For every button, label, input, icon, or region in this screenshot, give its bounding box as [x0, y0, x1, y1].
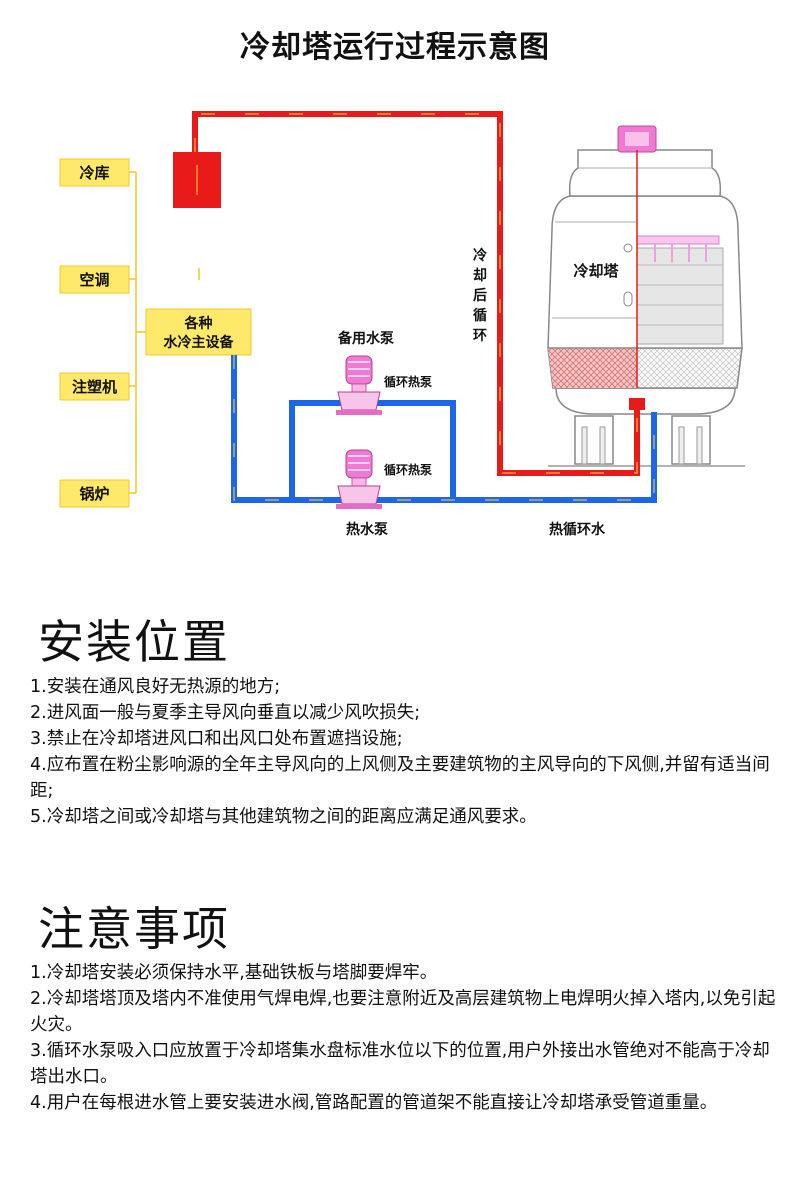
- precautions-heading: 注意事项: [38, 902, 230, 956]
- equipment-label-air-conditioner: 空调: [79, 271, 109, 289]
- precaution-item: 1.冷却塔安装必须保持水平,基础铁板与塔脚要焊牢。: [30, 963, 438, 983]
- installation-item: 5.冷却塔之间或冷却塔与其他建筑物之间的距离应满足通风要求。: [30, 807, 537, 827]
- precaution-item: 4.用户在每根进水管上要安装进水阀,管路配置的管道架不能直接让冷却塔承受管道重量…: [30, 1093, 718, 1113]
- return-pipe-label: 冷 却 后 循 环: [473, 247, 487, 344]
- cooling-tower-diagram: 冷库 空调 注塑机 锅炉 各种 水冷主设备: [59, 111, 745, 538]
- pump-lower-label: 循环热泵: [384, 462, 432, 477]
- installation-item: 3.禁止在冷却塔进风口和出风口处布置遮挡设施;: [30, 729, 403, 749]
- return-pipe-label-char: 却: [473, 267, 487, 284]
- equipment-label-injection-machine: 注塑机: [72, 378, 117, 396]
- standby-pump-label: 备用水泵: [337, 330, 394, 347]
- pump-upper-label: 循环热泵: [384, 374, 432, 389]
- equipment-box-air-conditioner: [59, 265, 130, 294]
- precaution-item: 2.冷却塔塔顶及塔内不准使用气焊电焊,也要注意附近及高层建筑物上电焊明火掉入塔内…: [30, 989, 776, 1035]
- installation-list: 1.安装在通风良好无热源的地方; 2.进风面一般与夏季主导风向垂直以减少风吹损失…: [30, 674, 780, 830]
- cooling-tower-label: 冷却塔: [573, 262, 619, 280]
- installation-item: 2.进风面一般与夏季主导风向垂直以减少风吹损失;: [30, 703, 421, 723]
- main-equipment-label-line1: 各种: [184, 315, 213, 332]
- precaution-item: 3.循环水泵吸入口应放置于冷却塔集水盘标准水位以下的位置,用户外接出水管绝对不能…: [30, 1041, 770, 1087]
- cooling-tower: 冷却塔: [547, 125, 745, 467]
- hot-water-pump: [336, 449, 382, 509]
- installation-item: 1.安装在通风良好无热源的地方;: [30, 677, 281, 697]
- page-title: 冷却塔运行过程示意图: [240, 30, 550, 65]
- hot-water-pump-label: 热水泵: [346, 521, 388, 538]
- return-pipe-label-char: 冷: [473, 247, 487, 264]
- installation-item: 4.应布置在粉尘影响源的全年主导风向的上风侧及主要建筑物的主风导向的下风侧,并留…: [30, 755, 770, 801]
- hot-circulation-label: 热循环水: [549, 521, 606, 538]
- cold-return-pipe: [173, 111, 645, 476]
- main-equipment-box: [145, 308, 252, 356]
- return-pipe-label-char: 循: [473, 307, 487, 324]
- return-pipe-label-char: 环: [473, 328, 487, 344]
- standby-pump: [336, 355, 382, 415]
- precautions-list: 1.冷却塔安装必须保持水平,基础铁板与塔脚要焊牢。 2.冷却塔塔顶及塔内不准使用…: [30, 960, 780, 1116]
- equipment-box-injection-machine: [59, 372, 130, 401]
- equipment-label-boiler: 锅炉: [79, 485, 109, 503]
- return-pipe-label-char: 后: [473, 287, 487, 304]
- equipment-box-boiler: [59, 479, 130, 508]
- equipment-label-cold-storage: 冷库: [79, 164, 109, 182]
- equipment-box-cold-storage: [59, 158, 130, 187]
- main-equipment-label-line2: 水冷主设备: [164, 334, 235, 351]
- equipment-tree: 冷库 空调 注塑机 锅炉 各种 水冷主设备: [59, 158, 252, 508]
- installation-heading: 安装位置: [38, 615, 230, 669]
